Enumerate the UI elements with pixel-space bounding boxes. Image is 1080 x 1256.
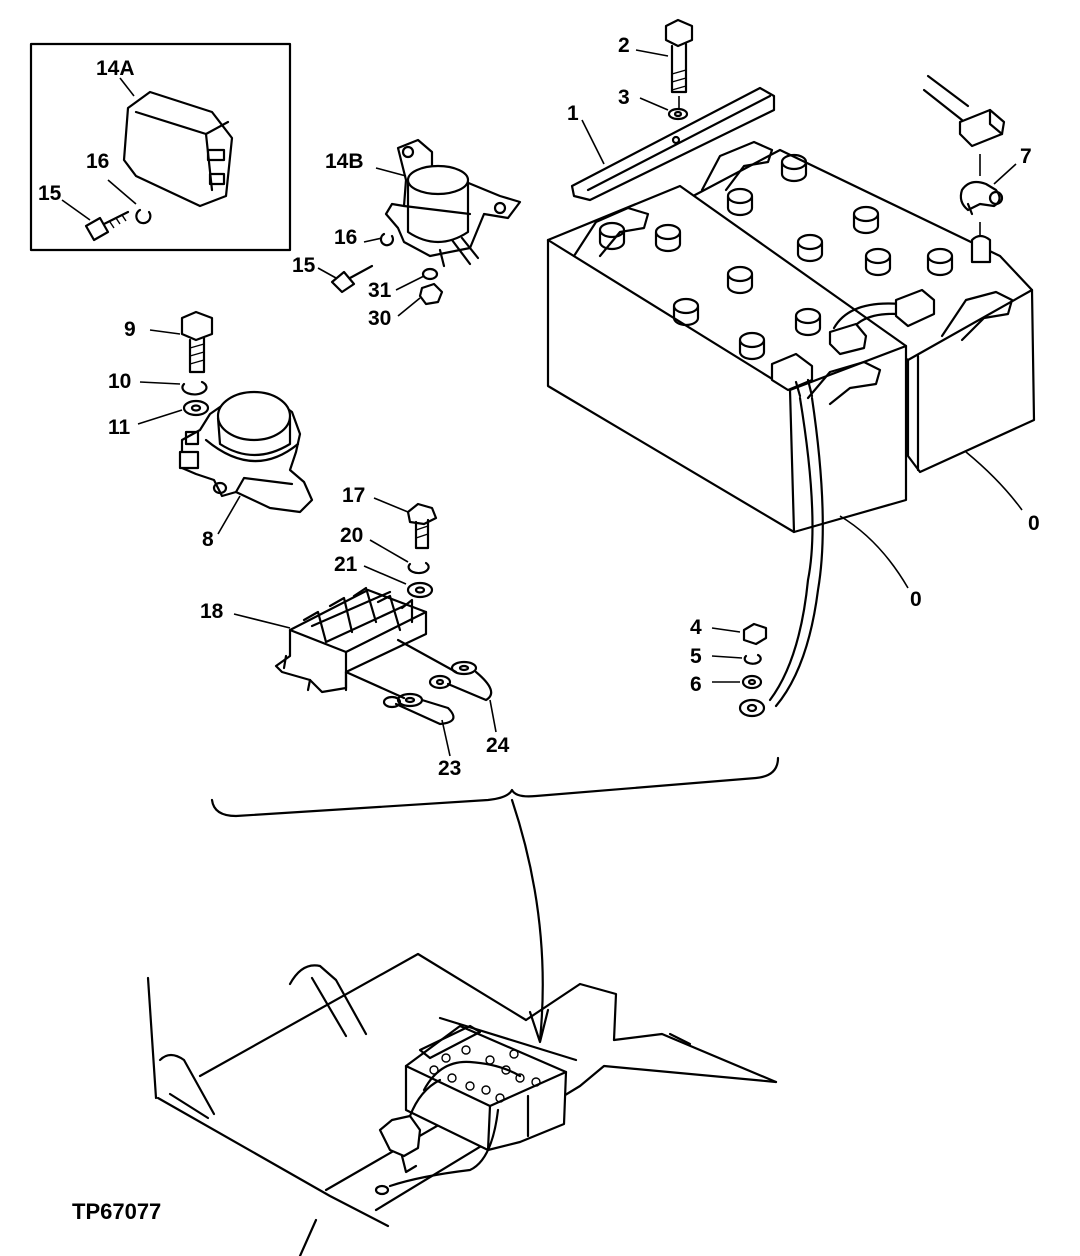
battery-cover-14a bbox=[122, 90, 234, 208]
callout-7: 7 bbox=[1020, 145, 1032, 168]
callout-10: 10 bbox=[108, 370, 131, 393]
callout-14b: 14B bbox=[325, 150, 364, 173]
callout-4: 4 bbox=[690, 616, 702, 639]
ground-cable bbox=[738, 352, 824, 718]
bolt-2-icon bbox=[664, 18, 694, 110]
nut-4-icon bbox=[742, 622, 768, 646]
cable-23 bbox=[344, 670, 455, 726]
washer-31-icon bbox=[421, 267, 439, 281]
location-arrow bbox=[510, 798, 550, 1044]
callout-9: 9 bbox=[124, 318, 136, 341]
callout-11: 11 bbox=[108, 416, 131, 439]
inset-box: 14A 16 15 bbox=[29, 42, 292, 252]
nut-30-icon bbox=[418, 282, 444, 306]
callout-17: 17 bbox=[342, 484, 365, 507]
callout-24: 24 bbox=[486, 734, 510, 757]
callout-15b: 15 bbox=[292, 254, 316, 277]
callout-15: 15 bbox=[38, 182, 62, 205]
figure-id: TP67077 bbox=[72, 1199, 161, 1224]
callout-5: 5 bbox=[690, 645, 702, 668]
callout-0-front-battery: 0 bbox=[910, 588, 922, 611]
callout-18: 18 bbox=[200, 600, 224, 623]
callout-14a: 14A bbox=[96, 57, 135, 80]
callout-2: 2 bbox=[618, 34, 630, 57]
grouping-brace bbox=[210, 756, 780, 818]
callout-20: 20 bbox=[340, 524, 363, 547]
washer-6-icon bbox=[741, 674, 763, 690]
screw-15b-icon bbox=[330, 264, 374, 294]
screw-17-icon bbox=[406, 502, 438, 550]
relay-14b bbox=[384, 138, 522, 268]
callout-21: 21 bbox=[334, 553, 358, 576]
lock-washer-16-icon bbox=[135, 208, 152, 225]
washer-3-icon bbox=[667, 107, 689, 121]
washer-11-icon bbox=[182, 399, 210, 417]
callout-16b: 16 bbox=[334, 226, 357, 249]
cable-24 bbox=[396, 638, 493, 702]
terminal-clamp-7 bbox=[959, 180, 1004, 216]
callout-1: 1 bbox=[567, 102, 579, 125]
lock-washer-16b-icon bbox=[379, 232, 395, 247]
callout-31: 31 bbox=[368, 279, 392, 302]
callout-0-rear-battery: 0 bbox=[1028, 512, 1040, 535]
callout-3: 3 bbox=[618, 86, 630, 109]
callout-23: 23 bbox=[438, 757, 461, 780]
hold-down-bar-1 bbox=[570, 86, 776, 202]
lock-washer-10-icon bbox=[181, 380, 208, 396]
callout-30: 30 bbox=[368, 307, 391, 330]
callout-8: 8 bbox=[202, 528, 214, 551]
battery-handles bbox=[572, 140, 1014, 406]
screw-15-icon bbox=[84, 210, 130, 242]
washer-21-icon bbox=[406, 581, 434, 599]
jumper-cable bbox=[828, 288, 936, 356]
lock-washer-20-icon bbox=[407, 561, 430, 575]
bolt-9-icon bbox=[180, 310, 214, 374]
main-cable bbox=[922, 74, 1006, 148]
terminal-block-18 bbox=[274, 586, 428, 694]
machine-location-view bbox=[146, 952, 778, 1256]
callout-6: 6 bbox=[690, 673, 702, 696]
battery-vent-caps bbox=[598, 153, 954, 361]
lock-washer-5-icon bbox=[743, 653, 762, 665]
disconnect-switch-8 bbox=[178, 390, 314, 514]
callout-16: 16 bbox=[86, 150, 109, 173]
